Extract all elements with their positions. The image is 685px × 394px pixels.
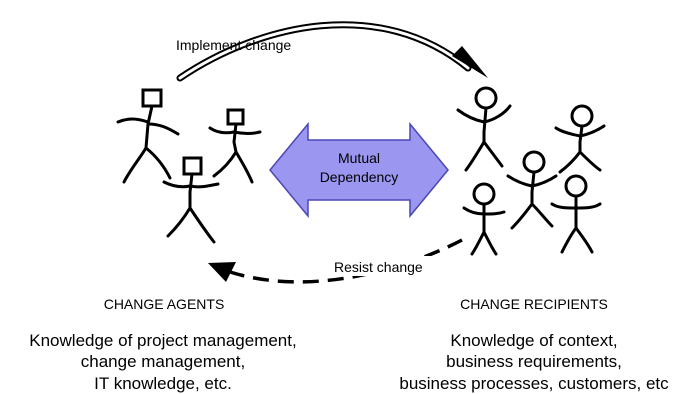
change-agents-desc-line-3: IT knowledge, etc. — [94, 374, 232, 393]
change-recipients-desc-line-1: Knowledge of context, — [450, 331, 617, 350]
change-recipient-figure-1 — [456, 86, 512, 172]
resist-change-label: Resist change — [334, 259, 423, 275]
resist-change-label-bg — [330, 256, 440, 276]
change-agents-desc-line-2: change management, — [81, 352, 245, 371]
change-agents-title: CHANGE AGENTS — [104, 296, 225, 312]
mutual-dependency-arrow: Mutual Dependency — [269, 121, 449, 219]
change-recipient-figure-3 — [506, 150, 558, 230]
change-recipient-figure-4 — [462, 182, 506, 256]
change-recipients-desc-line-2: business requirements, — [446, 352, 622, 371]
change-recipients-desc-line-3: business processes, customers, etc — [399, 374, 669, 393]
implement-change-arrow — [176, 21, 488, 82]
change-agent-figure-right — [208, 108, 262, 184]
change-recipient-figure-5 — [550, 174, 602, 254]
mutual-dependency-line2: Dependency — [320, 169, 399, 185]
change-agents-desc-line-1: Knowledge of project management, — [29, 331, 296, 350]
change-agent-figure-large — [116, 88, 180, 184]
change-agent-figure-bottom — [162, 156, 220, 244]
mutual-dependency-shape — [269, 121, 449, 219]
change-recipients-title: CHANGE RECIPIENTS — [460, 296, 608, 312]
implement-change-label: Implement change — [176, 37, 291, 53]
change-recipient-figure-2 — [554, 104, 606, 174]
mutual-dependency-line1: Mutual — [338, 150, 380, 166]
